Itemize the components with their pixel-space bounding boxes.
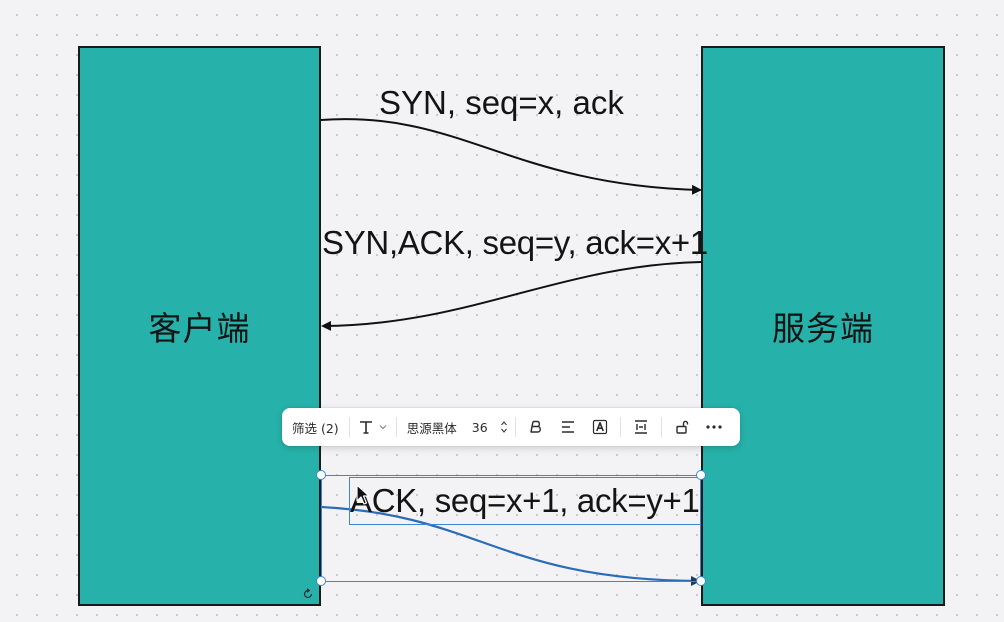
rotate-icon[interactable] xyxy=(302,588,314,600)
resize-handle-bottom-left[interactable] xyxy=(316,576,326,586)
toolbar-divider xyxy=(395,417,397,437)
font-color-icon xyxy=(592,419,607,435)
text-align-button[interactable] xyxy=(552,412,584,442)
text-type-dropdown[interactable] xyxy=(354,412,392,442)
syn-arrow[interactable] xyxy=(320,118,702,195)
align-left-icon xyxy=(561,421,574,433)
more-button[interactable] xyxy=(698,412,730,442)
server-label: 服务端 xyxy=(772,309,874,348)
toolbar-divider xyxy=(514,417,516,437)
text-frame-icon xyxy=(634,420,647,434)
toolbar-divider xyxy=(348,417,350,437)
more-icon xyxy=(706,425,722,429)
chevron-down-icon xyxy=(379,425,387,430)
toolbar-divider xyxy=(660,417,662,437)
lock-button[interactable] xyxy=(666,412,698,442)
text-type-icon xyxy=(359,421,372,434)
client-label: 客户端 xyxy=(148,309,251,348)
unlock-icon xyxy=(676,420,688,434)
toolbar-divider xyxy=(619,417,621,437)
font-color-button[interactable] xyxy=(584,412,616,442)
font-family-value: 思源黑体 xyxy=(406,420,457,436)
text-frame-button[interactable] xyxy=(625,412,657,442)
resize-handle-top-left[interactable] xyxy=(316,470,326,480)
syn-message-label[interactable]: SYN, seq=x, ack xyxy=(379,84,624,121)
server-box[interactable]: 服务端 xyxy=(701,46,945,606)
ack-arrow[interactable] xyxy=(320,505,701,586)
bold-button[interactable] xyxy=(520,412,552,442)
ack-message-label[interactable]: ACK, seq=x+1, ack=y+1 xyxy=(350,482,700,519)
mouse-cursor-icon xyxy=(356,484,370,505)
resize-handle-bottom-right[interactable] xyxy=(696,576,706,586)
client-box[interactable]: 客户端 xyxy=(78,46,321,606)
stepper-arrows-icon xyxy=(500,421,507,433)
syn-ack-message-label[interactable]: SYN,ACK, seq=y, ack=x+1 xyxy=(322,224,708,261)
font-size-stepper[interactable] xyxy=(497,412,511,442)
font-size-input[interactable]: 36 xyxy=(463,412,497,442)
resize-handle-top-right[interactable] xyxy=(696,470,706,480)
font-family-select[interactable]: 思源黑体 xyxy=(401,412,463,442)
floating-toolbar: 筛选 (2) 思源黑体 36 xyxy=(282,408,740,446)
filter-label: 筛选 (2) xyxy=(292,420,339,436)
bold-icon xyxy=(530,420,541,433)
font-size-value: 36 xyxy=(471,419,488,435)
syn-ack-arrow[interactable] xyxy=(321,261,702,331)
filter-button[interactable]: 筛选 (2) xyxy=(286,412,345,442)
